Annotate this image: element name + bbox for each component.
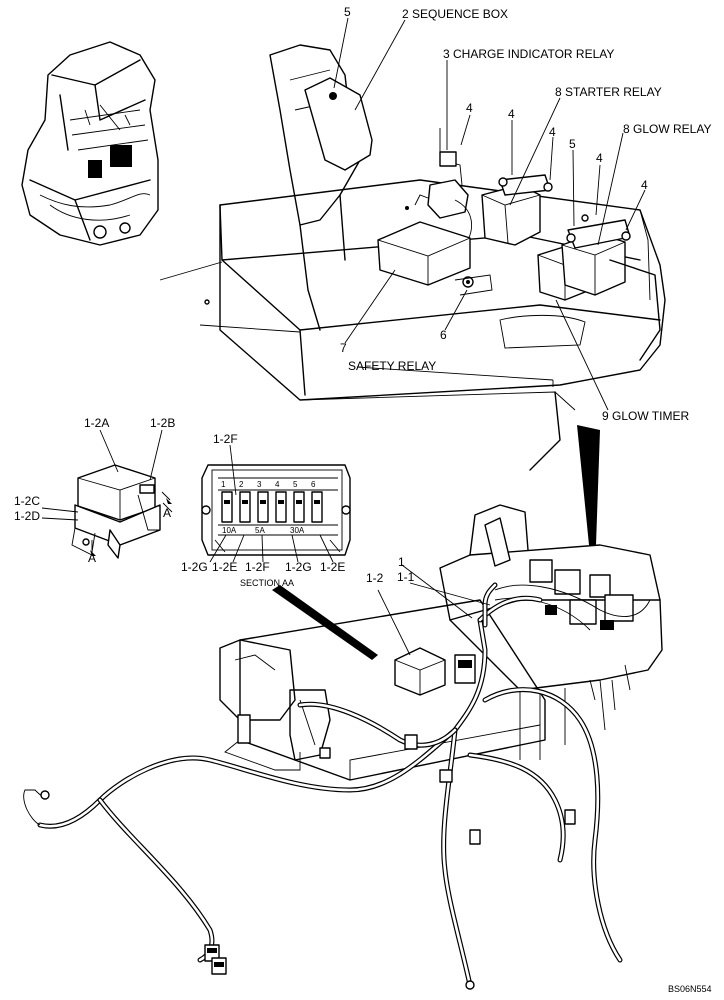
label-num-5-mid: 5 <box>569 137 576 151</box>
label-num-4-e: 4 <box>641 178 648 192</box>
label-safety-relay: SAFETY RELAY <box>348 359 436 373</box>
label-part-1-2f-b: 1-2F <box>245 560 270 574</box>
label-part-1-2a: 1-2A <box>84 416 109 430</box>
label-part-1-2c: 1-2C <box>14 494 40 508</box>
label-drawing-code: BS06N554 <box>668 984 712 994</box>
excavator-cab-thumbnail <box>21 41 159 246</box>
lower-harness-assembly <box>23 504 663 990</box>
label-part-1-2g-b: 1-2G <box>285 560 312 574</box>
label-num-7: 7 <box>340 341 347 355</box>
callout-labels: 5 2 SEQUENCE BOX 3 CHARGE INDICATOR RELA… <box>14 5 712 994</box>
label-part-1-2e-b: 1-2E <box>320 560 345 574</box>
label-num-4-a: 4 <box>466 101 473 115</box>
label-section-aa: SECTION AA <box>240 578 294 588</box>
fuse-num-2: 2 <box>239 480 244 489</box>
label-section-mark-a-top: A <box>163 506 171 520</box>
label-num-4-b: 4 <box>508 107 515 121</box>
label-sequence-box: 2 SEQUENCE BOX <box>402 7 508 21</box>
label-part-1-2b: 1-2B <box>150 416 175 430</box>
fuse-rating-5a: 5A <box>255 526 265 535</box>
label-glow-relay: 8 GLOW RELAY <box>623 122 711 136</box>
fuse-num-1: 1 <box>221 480 226 489</box>
label-glow-timer: 9 GLOW TIMER <box>602 409 689 423</box>
label-num-5-top: 5 <box>344 5 351 19</box>
fuse-rating-30a: 30A <box>290 526 305 535</box>
fuse-box-leader-lines <box>41 429 163 521</box>
label-section-mark-a-bottom: A <box>88 551 96 565</box>
label-charge-indicator-relay: 3 CHARGE INDICATOR RELAY <box>443 47 614 61</box>
fuse-num-6: 6 <box>311 480 316 489</box>
label-part-1-2e-a: 1-2E <box>212 560 237 574</box>
label-starter-relay: 8 STARTER RELAY <box>555 85 662 99</box>
label-part-1-2: 1-2 <box>366 571 384 585</box>
label-num-4-c: 4 <box>549 125 556 139</box>
fuse-num-5: 5 <box>293 480 298 489</box>
section-aa-detail: 1 2 3 4 5 6 10A 5A 30A <box>201 444 378 660</box>
fuse-num-3: 3 <box>257 480 262 489</box>
upper-leader-lines <box>333 17 646 545</box>
label-num-4-d: 4 <box>596 151 603 165</box>
fuse-num-4: 4 <box>275 480 280 489</box>
fuse-rating-10a: 10A <box>222 526 237 535</box>
label-part-1: 1 <box>398 555 405 569</box>
label-part-1-2g-a: 1-2G <box>181 560 208 574</box>
fuse-box-detail <box>71 464 173 559</box>
label-part-1-2f-top: 1-2F <box>213 432 238 446</box>
upper-relay-panel <box>159 44 666 471</box>
lower-leader-lines <box>377 564 491 656</box>
label-part-1-1: 1-1 <box>397 570 415 584</box>
label-part-1-2d: 1-2D <box>14 509 40 523</box>
label-num-6: 6 <box>440 328 447 342</box>
